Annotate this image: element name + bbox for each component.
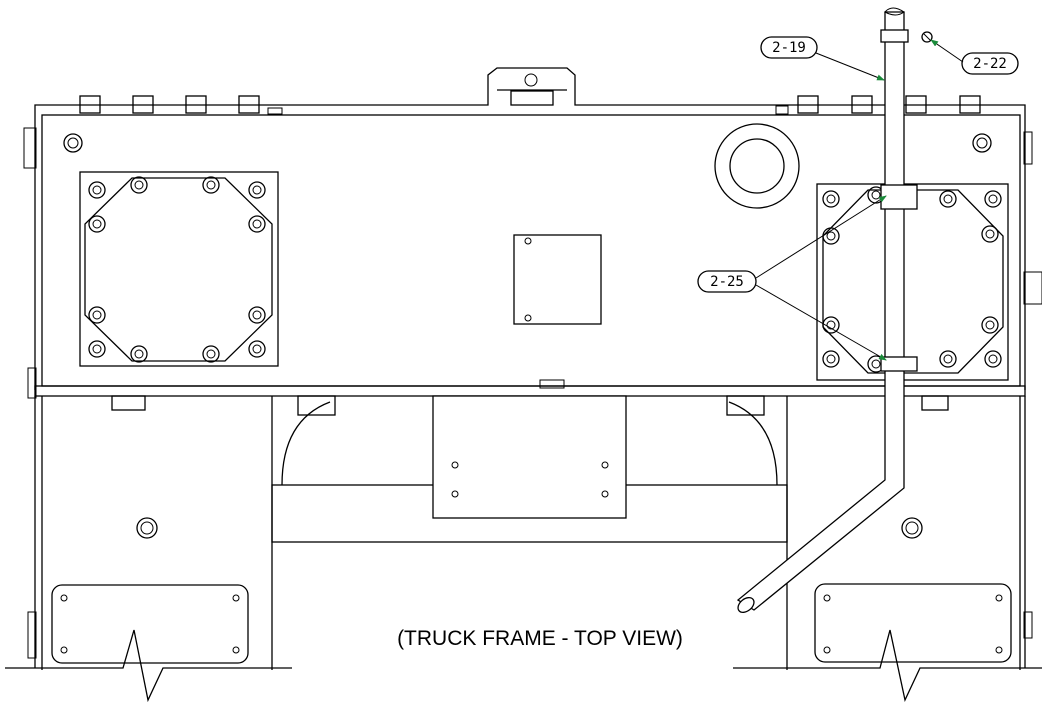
- right-cover-plate: [816, 183, 1009, 381]
- callout-2-22: 2-22: [930, 39, 1019, 75]
- top-studs: [79, 95, 981, 115]
- callout-2-22-label: 2-22: [973, 56, 1007, 72]
- pipe: [736, 7, 933, 613]
- callout-2-25-label: 2-25: [710, 274, 744, 290]
- left-plate-bolts: [88, 176, 266, 363]
- callout-2-25: 2-25: [697, 195, 887, 361]
- right-plate-bolts: [822, 186, 1002, 373]
- tank-body: [23, 67, 1042, 399]
- right-access-plate: [814, 583, 1012, 663]
- lower-frame: [5, 395, 1042, 703]
- callout-2-19: 2-19: [760, 36, 885, 81]
- callout-2-19-label: 2-19: [772, 40, 806, 56]
- left-access-plate: [51, 584, 249, 664]
- left-cover-plate: [79, 171, 279, 367]
- center-bracket: [432, 395, 627, 519]
- center-plate: [513, 234, 602, 325]
- view-caption: (TRUCK FRAME - TOP VIEW): [397, 627, 683, 650]
